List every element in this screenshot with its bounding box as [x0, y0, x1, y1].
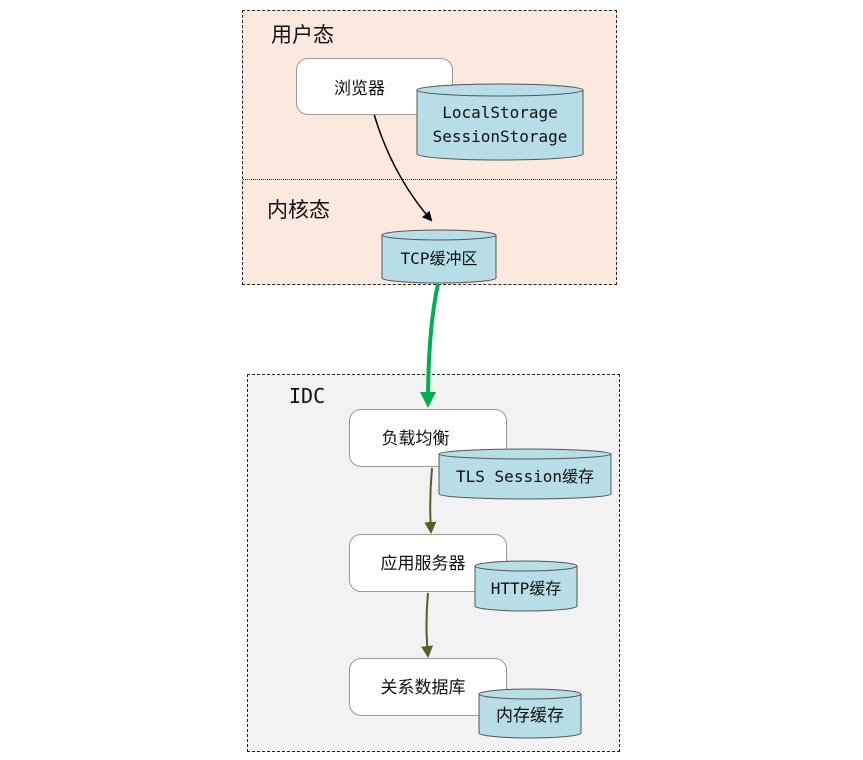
app-server-label: 应用服务器 [380, 553, 466, 574]
local-storage-label: LocalStorage [442, 103, 558, 122]
lb-to-app-arrow [424, 467, 437, 534]
tls-cache-label: TLS Session缓存 [456, 466, 594, 486]
browser-label: 浏览器 [334, 79, 385, 99]
session-storage-label: SessionStorage [432, 127, 568, 146]
load-balancer-label: 负载均衡 [381, 428, 450, 449]
http-cache-label: HTTP缓存 [490, 578, 562, 598]
memory-cache-label: 内存缓存 [496, 706, 564, 726]
user-kernel-divider [243, 179, 616, 180]
app-to-db-arrow [421, 592, 434, 658]
database-label: 关系数据库 [380, 677, 466, 698]
tls-cache-cylinder: TLS Session缓存 [438, 448, 612, 500]
memory-cache-cylinder: 内存缓存 [478, 688, 582, 739]
kernel-mode-label: 内核态 [267, 198, 330, 222]
http-cache-cylinder: HTTP缓存 [474, 560, 578, 612]
network-arrow [420, 283, 440, 408]
web-storage-cylinder: LocalStorage SessionStorage [416, 83, 584, 161]
browser-to-tcp-arrow [373, 113, 433, 222]
tcp-buffer-cylinder: TCP缓冲区 [381, 229, 497, 284]
idc-label: IDC [289, 384, 326, 408]
tcp-buffer-label: TCP缓冲区 [400, 249, 478, 268]
user-mode-label: 用户态 [271, 23, 334, 47]
